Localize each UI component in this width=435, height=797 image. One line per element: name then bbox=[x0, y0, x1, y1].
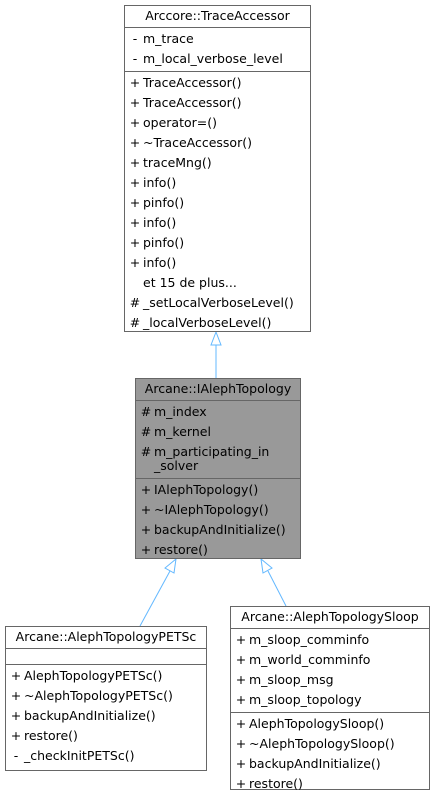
attribute-row: -m_trace bbox=[132, 31, 194, 46]
edge-arrowhead bbox=[164, 557, 177, 574]
method-row: +restore() bbox=[235, 776, 303, 791]
class-title: Arccore::TraceAccessor bbox=[125, 6, 310, 28]
attributes-section: +m_sloop_comminfo +m_world_comminfo +m_s… bbox=[231, 629, 429, 713]
method-row: +info() bbox=[129, 215, 177, 230]
method-row: +pinfo() bbox=[129, 235, 185, 250]
method-row: +TraceAccessor() bbox=[129, 75, 242, 90]
method-row: +traceMng() bbox=[129, 155, 212, 170]
attribute-row: #m_kernel bbox=[140, 424, 211, 439]
edge-petsc-to-ialephtopology bbox=[139, 570, 171, 627]
method-row: +info() bbox=[129, 255, 177, 270]
more-methods-link[interactable]: et 15 de plus... bbox=[143, 275, 237, 290]
methods-section: +IAlephTopology() +~IAlephTopology() +ba… bbox=[136, 479, 300, 562]
method-row: +AlephTopologySloop() bbox=[235, 716, 385, 731]
method-row: +IAlephTopology() bbox=[140, 482, 259, 497]
class-ialeph-topology[interactable]: Arcane::IAlephTopology #m_index #m_kerne… bbox=[135, 378, 301, 559]
method-row: +~AlephTopologySloop() bbox=[235, 736, 395, 751]
attributes-section: -m_trace -m_local_verbose_level bbox=[125, 28, 310, 72]
class-title: Arcane::AlephTopologyPETSc bbox=[6, 627, 206, 649]
method-row: +~IAlephTopology() bbox=[140, 502, 269, 517]
method-row: +backupAndInitialize() bbox=[235, 756, 381, 771]
method-row: +operator=() bbox=[129, 115, 217, 130]
attribute-row: -m_local_verbose_level bbox=[132, 51, 283, 66]
method-row: +pinfo() bbox=[129, 195, 185, 210]
class-trace-accessor[interactable]: Arccore::TraceAccessor -m_trace -m_local… bbox=[124, 5, 311, 332]
attribute-row: #m_participating_in _solver bbox=[140, 444, 270, 473]
attribute-row: +m_sloop_msg bbox=[235, 672, 334, 687]
method-row: +~TraceAccessor() bbox=[129, 135, 252, 150]
attributes-section: #m_index #m_kernel #m_participating_in _… bbox=[136, 401, 300, 479]
edge-sloop-to-ialephtopology bbox=[267, 570, 287, 607]
method-row: #_setLocalVerboseLevel() bbox=[129, 295, 294, 310]
method-row: +backupAndInitialize() bbox=[140, 522, 286, 537]
method-row: +info() bbox=[129, 175, 177, 190]
class-aleph-topology-petsc[interactable]: Arcane::AlephTopologyPETSc +AlephTopolog… bbox=[5, 626, 207, 771]
attribute-row: #m_index bbox=[140, 404, 207, 419]
method-row: #_localVerboseLevel() bbox=[129, 315, 272, 330]
class-aleph-topology-sloop[interactable]: Arcane::AlephTopologySloop +m_sloop_comm… bbox=[230, 606, 430, 791]
method-row: +AlephTopologyPETSc() bbox=[10, 668, 163, 683]
methods-section: +TraceAccessor() +TraceAccessor() +opera… bbox=[125, 72, 310, 335]
method-row: -_checkInitPETSc() bbox=[13, 748, 135, 763]
methods-section: +AlephTopologyPETSc() +~AlephTopologyPET… bbox=[6, 665, 206, 768]
class-title: Arcane::AlephTopologySloop bbox=[231, 607, 429, 629]
method-row: +backupAndInitialize() bbox=[10, 708, 156, 723]
method-row: +restore() bbox=[140, 542, 208, 557]
attribute-row: +m_sloop_topology bbox=[235, 692, 362, 707]
edge-arrowhead bbox=[210, 330, 222, 346]
class-title: Arcane::IAlephTopology bbox=[136, 379, 300, 401]
method-row: +TraceAccessor() bbox=[129, 95, 242, 110]
methods-section: +AlephTopologySloop() +~AlephTopologySlo… bbox=[231, 713, 429, 796]
method-row: +restore() bbox=[10, 728, 78, 743]
attribute-row: +m_sloop_comminfo bbox=[235, 632, 370, 647]
method-row: +~AlephTopologyPETSc() bbox=[10, 688, 173, 703]
attribute-row: +m_world_comminfo bbox=[235, 652, 371, 667]
attributes-section bbox=[6, 649, 206, 665]
edge-arrowhead bbox=[260, 557, 273, 574]
